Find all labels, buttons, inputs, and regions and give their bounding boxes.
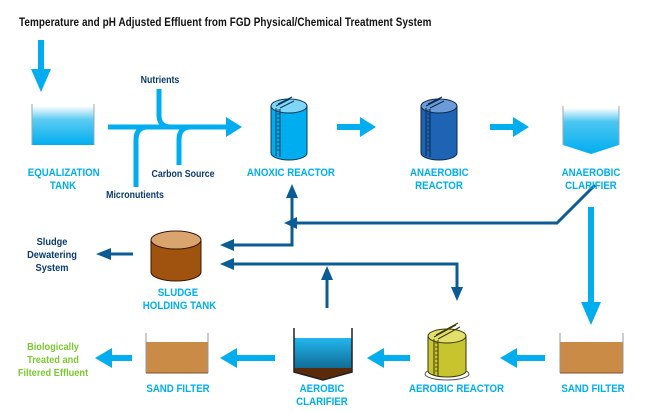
label-line: EQUALIZATION bbox=[27, 167, 100, 179]
label-line: Dewatering bbox=[27, 249, 77, 261]
label-line: SLUDGE bbox=[157, 287, 199, 299]
arrow-aerobic-to-clarifier bbox=[367, 348, 410, 368]
label-line: Treated and bbox=[27, 354, 79, 366]
aerobic-reactor-label: AEROBIC REACTOR bbox=[409, 383, 505, 395]
label-line: ANAEROBIC bbox=[561, 167, 621, 179]
inlet-arrow bbox=[31, 40, 51, 92]
aerobic-reactor-icon[interactable] bbox=[424, 322, 470, 381]
equalization-tank-label: EQUALIZATION TANK bbox=[27, 167, 100, 193]
recycle-arrowheads bbox=[96, 184, 463, 301]
label-line: Sludge bbox=[36, 236, 68, 248]
label-line: CLARIFIER bbox=[296, 396, 348, 408]
sand-filter-right-label: SAND FILTER bbox=[561, 383, 625, 395]
micronutients-label: Micronutients bbox=[106, 190, 164, 201]
aerobic-clarifier-icon[interactable] bbox=[293, 328, 353, 381]
equalization-tank-icon[interactable] bbox=[31, 104, 95, 145]
anoxic-reactor-label: ANOXIC REACTOR bbox=[246, 167, 335, 179]
arrow-sandfilter-to-aerobic bbox=[500, 348, 545, 368]
label-line: System bbox=[35, 262, 69, 274]
label-line: AEROBIC bbox=[299, 383, 345, 395]
carbon-source-label: Carbon Source bbox=[151, 169, 215, 180]
arrow-anaerobic-to-clarifier bbox=[490, 117, 529, 137]
anaerobic-reactor-label: ANAEROBIC REACTOR bbox=[409, 167, 469, 193]
anoxic-reactor-icon[interactable] bbox=[270, 96, 308, 161]
sludge-dewatering-label: Sludge Dewatering System bbox=[19, 236, 86, 275]
anaerobic-clarifier-label: ANAEROBIC CLARIFIER bbox=[560, 167, 622, 193]
arrow-clarifier-to-sand-filter-left bbox=[220, 348, 275, 368]
nutrients-label: Nutrients bbox=[140, 75, 180, 86]
label-line: Filtered Effluent bbox=[17, 367, 89, 379]
diagram-title: Temperature and pH Adjusted Effluent fro… bbox=[19, 17, 432, 29]
sand-filter-left-label: SAND FILTER bbox=[146, 383, 210, 395]
final-effluent-label: Biologically Treated and Filtered Efflue… bbox=[13, 341, 92, 380]
feed-arrowhead bbox=[226, 117, 242, 137]
aerobic-clarifier-label: AEROBIC CLARIFIER bbox=[291, 383, 353, 409]
anaerobic-reactor-icon[interactable] bbox=[420, 96, 458, 161]
anaerobic-clarifier-icon[interactable] bbox=[562, 106, 620, 154]
label-line: REACTOR bbox=[415, 180, 463, 192]
label-line: HOLDING TANK bbox=[142, 300, 217, 312]
sand-filter-left-icon[interactable] bbox=[145, 333, 209, 374]
label-line: CLARIFIER bbox=[565, 180, 617, 192]
arrow-clarifier-to-sand-filter bbox=[581, 207, 601, 325]
sludge-holding-tank-icon[interactable] bbox=[150, 230, 202, 282]
arrow-anoxic-to-anaerobic bbox=[337, 117, 376, 137]
label-line: Biologically bbox=[27, 341, 79, 353]
label-line: ANAEROBIC bbox=[409, 167, 469, 179]
arrow-to-final-effluent bbox=[95, 348, 132, 368]
sludge-holding-tank-label: SLUDGE HOLDING TANK bbox=[142, 287, 217, 313]
additive-feed-pipes bbox=[108, 89, 228, 187]
sand-filter-right-icon[interactable] bbox=[559, 333, 624, 374]
recycle-lines bbox=[110, 183, 597, 308]
label-line: TANK bbox=[49, 180, 77, 192]
